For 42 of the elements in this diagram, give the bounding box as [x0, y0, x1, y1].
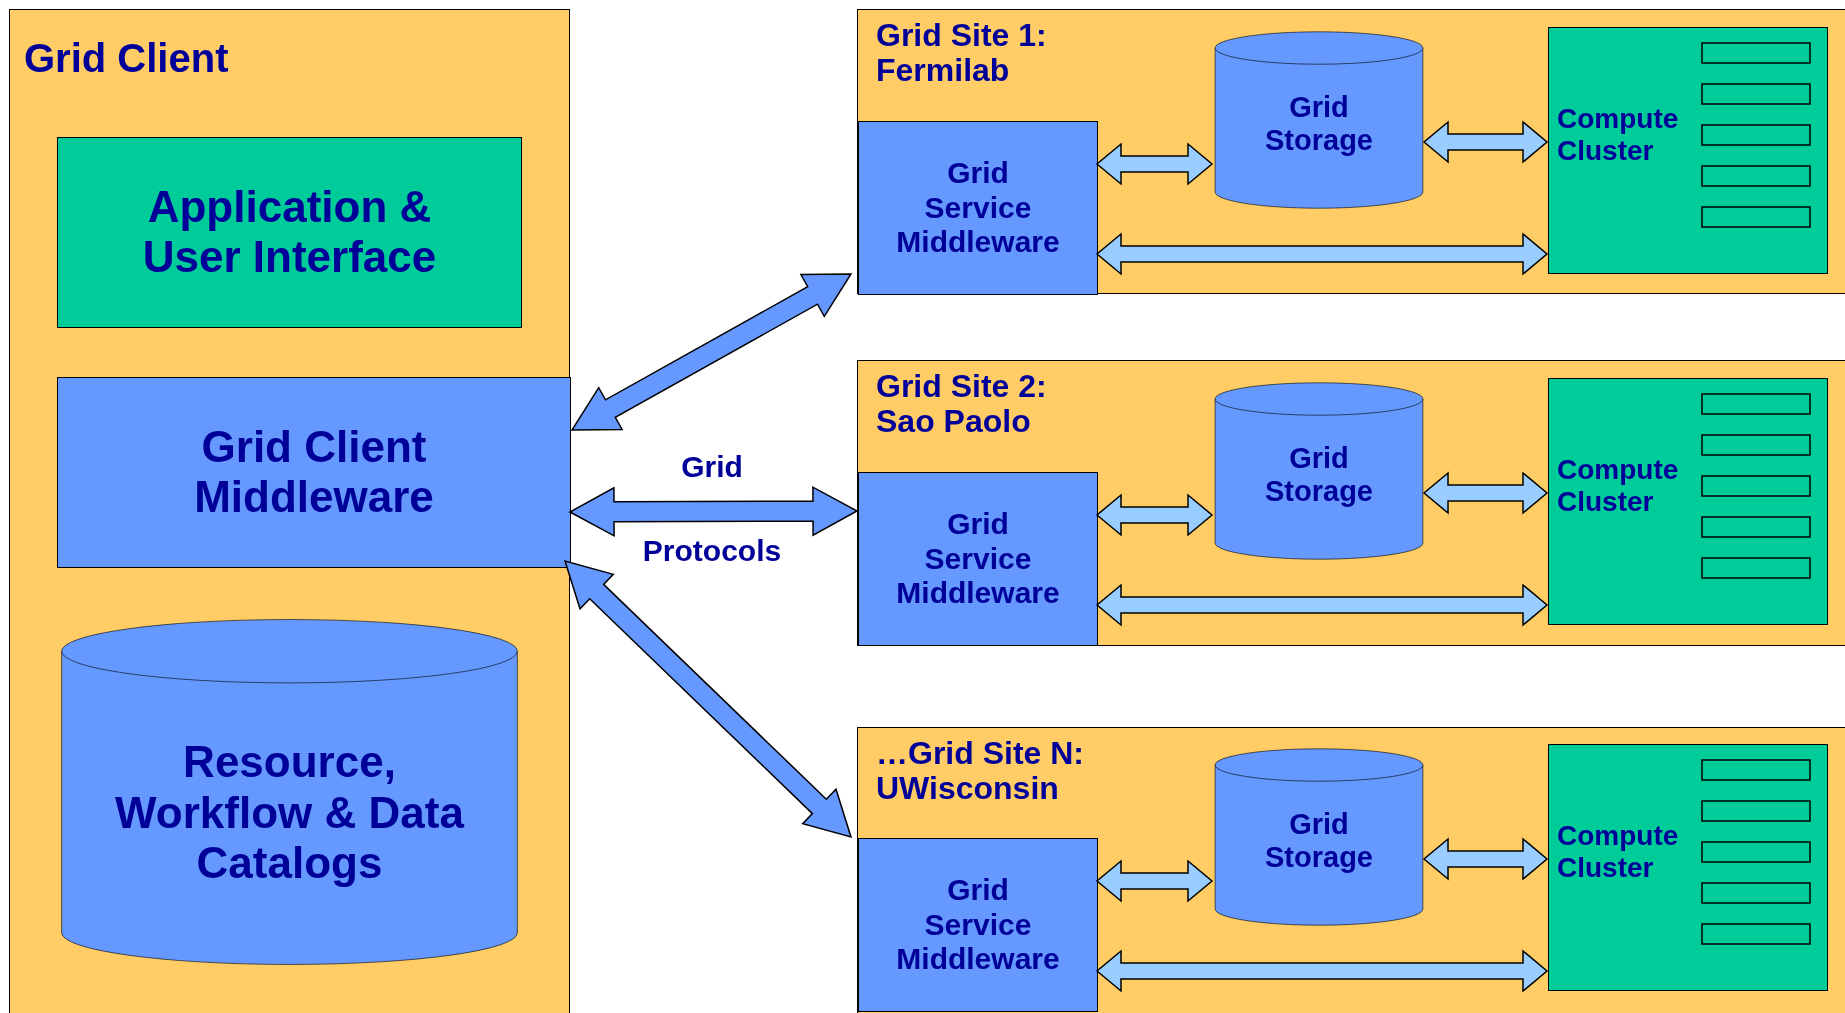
box-label: Grid Service Middleware	[895, 873, 1061, 977]
double-arrow	[1095, 859, 1214, 903]
component-box	[858, 121, 1098, 295]
cylinder-label: Grid Storage	[1264, 441, 1374, 508]
cluster-box	[1548, 744, 1828, 991]
box-label: Grid Client Middleware	[193, 421, 435, 524]
cylinder-label: Grid Storage	[1264, 90, 1374, 157]
double-arrow	[1095, 493, 1214, 537]
site-title: Grid Site 2: Sao Paolo	[876, 369, 1048, 440]
cluster-box	[1548, 378, 1828, 625]
double-arrow	[1422, 471, 1549, 515]
box-label: Application & User Interface	[141, 181, 438, 284]
double-arrow	[1422, 837, 1549, 881]
box-label: Grid Service Middleware	[895, 507, 1061, 611]
double-arrow	[563, 559, 853, 839]
site-title: Grid Site 1: Fermilab	[876, 18, 1048, 89]
double-arrow	[568, 485, 859, 538]
box-label: Grid Service Middleware	[895, 156, 1061, 260]
site-panel	[857, 360, 1845, 646]
protocol-label: Protocols	[642, 534, 782, 568]
cylinder-label: Resource, Workflow & Data Catalogs	[114, 737, 466, 889]
cluster-label: Compute Cluster	[1557, 454, 1680, 519]
double-arrow	[1422, 120, 1549, 164]
site-panel	[857, 727, 1845, 1013]
double-arrow	[570, 273, 853, 431]
component-box	[858, 838, 1098, 1012]
site-panel	[857, 9, 1845, 294]
group-title: Grid Client	[24, 36, 230, 80]
protocol-label: Grid	[681, 450, 743, 484]
double-arrow	[1095, 232, 1549, 276]
site-title: …Grid Site N: UWisconsin	[876, 736, 1085, 807]
cluster-label: Compute Cluster	[1557, 103, 1680, 168]
cluster-label: Compute Cluster	[1557, 820, 1680, 885]
group-panel	[9, 9, 570, 1013]
cylinder-label: Grid Storage	[1264, 807, 1374, 874]
double-arrow	[1095, 142, 1214, 186]
cluster-box	[1548, 27, 1828, 274]
double-arrow	[1095, 949, 1549, 993]
component-box	[858, 472, 1098, 646]
component-box	[57, 377, 571, 568]
double-arrow	[1095, 583, 1549, 627]
component-box	[57, 137, 522, 328]
